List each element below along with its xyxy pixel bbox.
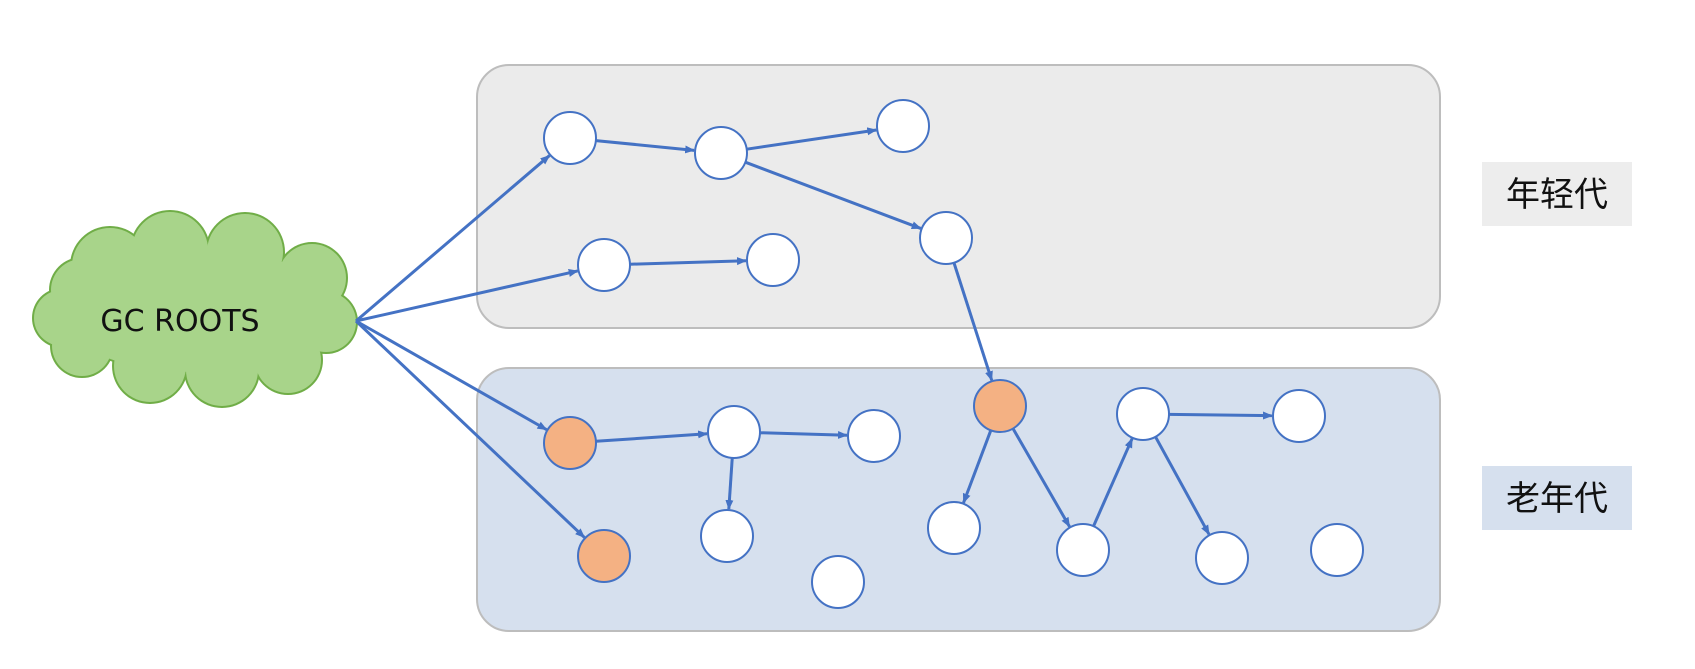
reference-arrow-y6-o7 bbox=[952, 262, 994, 382]
object-node-o3 bbox=[847, 409, 901, 463]
reference-arrow-o2-o3 bbox=[759, 430, 849, 439]
reference-arrow-o10-o11 bbox=[1168, 411, 1274, 420]
object-node-o11 bbox=[1272, 389, 1326, 443]
reference-arrow-o10-o12 bbox=[1154, 436, 1211, 536]
reference-arrow-o7-o8 bbox=[962, 429, 993, 504]
object-nodes bbox=[543, 99, 1364, 609]
object-node-y4 bbox=[577, 238, 631, 292]
young-generation-label: 年轻代 bbox=[1482, 162, 1632, 226]
reference-arrow-o9-o10 bbox=[1092, 437, 1134, 527]
reference-arrow-y1-y2 bbox=[595, 139, 696, 154]
object-node-y2 bbox=[694, 126, 748, 180]
reference-arrow-root-o1 bbox=[355, 319, 548, 431]
young-generation-label-text: 年轻代 bbox=[1506, 175, 1608, 215]
object-node-o12 bbox=[1195, 531, 1249, 585]
reference-arrow-root-y1 bbox=[355, 154, 551, 323]
object-node-o13 bbox=[1310, 523, 1364, 577]
object-node-o2 bbox=[707, 405, 761, 459]
young-generation-region bbox=[476, 64, 1441, 329]
reference-arrow-root-o5 bbox=[354, 319, 586, 539]
reference-arrow-o2-o4 bbox=[725, 457, 734, 511]
object-node-o8 bbox=[927, 501, 981, 555]
object-node-y6 bbox=[919, 211, 973, 265]
old-generation-label-text: 老年代 bbox=[1506, 479, 1608, 519]
highlighted-object-node-o5 bbox=[577, 529, 631, 583]
object-node-y3 bbox=[876, 99, 930, 153]
object-node-o6 bbox=[811, 555, 865, 609]
reference-arrow-y2-y3 bbox=[746, 127, 878, 151]
object-node-y5 bbox=[746, 233, 800, 287]
reference-arrow-root-y4 bbox=[355, 269, 579, 323]
reference-arrow-y4-y5 bbox=[629, 257, 748, 266]
reference-arrow-o7-o9 bbox=[1011, 427, 1071, 528]
object-node-o9 bbox=[1056, 523, 1110, 577]
highlighted-object-node-o7 bbox=[973, 379, 1027, 433]
object-node-o10 bbox=[1116, 387, 1170, 441]
gc-roots-cloud: GC ROOTS bbox=[32, 210, 358, 408]
reference-arrow-y2-y6 bbox=[744, 160, 922, 230]
highlighted-object-node-o1 bbox=[543, 416, 597, 470]
reference-arrows bbox=[354, 127, 1274, 539]
object-node-o4 bbox=[700, 509, 754, 563]
gc-roots-label: GC ROOTS bbox=[100, 304, 259, 339]
old-generation-label: 老年代 bbox=[1482, 466, 1632, 530]
reference-arrow-o1-o2 bbox=[595, 430, 709, 443]
object-node-y1 bbox=[543, 111, 597, 165]
